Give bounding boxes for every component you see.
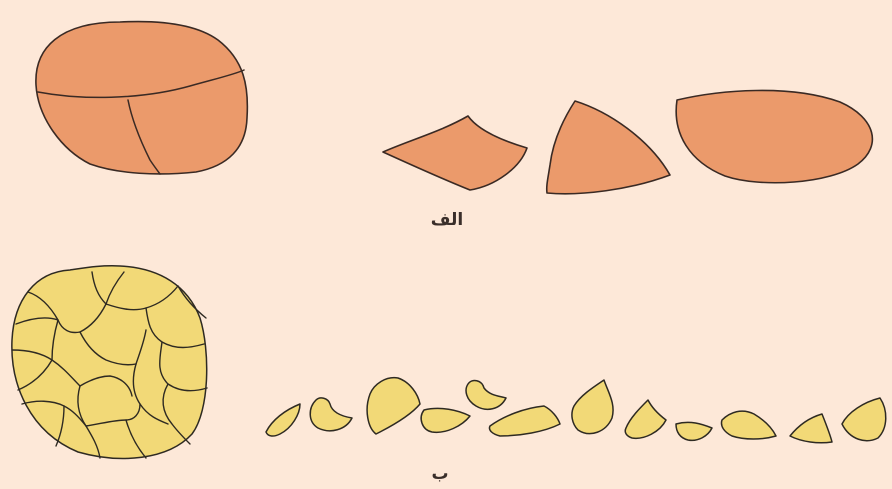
- panel-b-fragment-10: [721, 411, 776, 439]
- panel-b-fragment-12: [842, 398, 886, 441]
- panel-a-label: الف: [417, 210, 477, 230]
- panel-b-fragment-7: [572, 380, 613, 434]
- panel-b-fragment-11: [790, 414, 832, 443]
- panel-b-whole-rock: [12, 266, 207, 459]
- panel-b-fragment-3: [367, 378, 420, 434]
- panel-b-fragment-8: [625, 400, 666, 438]
- panel-b-fragment-4: [421, 408, 470, 432]
- panel-b: [12, 266, 886, 459]
- panel-b-fragment-9: [676, 422, 712, 440]
- panel-b-label: ب: [410, 464, 470, 484]
- panel-b-fragment-1: [266, 404, 300, 436]
- panel-b-fragment-6: [489, 406, 560, 436]
- panel-b-fragment-5: [466, 381, 506, 410]
- panel-a-whole-rock: [36, 22, 248, 174]
- panel-a-fragment-3: [676, 90, 872, 182]
- panel-a: [36, 22, 873, 194]
- panel-a-fragment-2: [547, 101, 670, 194]
- panel-b-fragment-2: [310, 398, 352, 431]
- panel-a-fragment-1: [383, 116, 527, 190]
